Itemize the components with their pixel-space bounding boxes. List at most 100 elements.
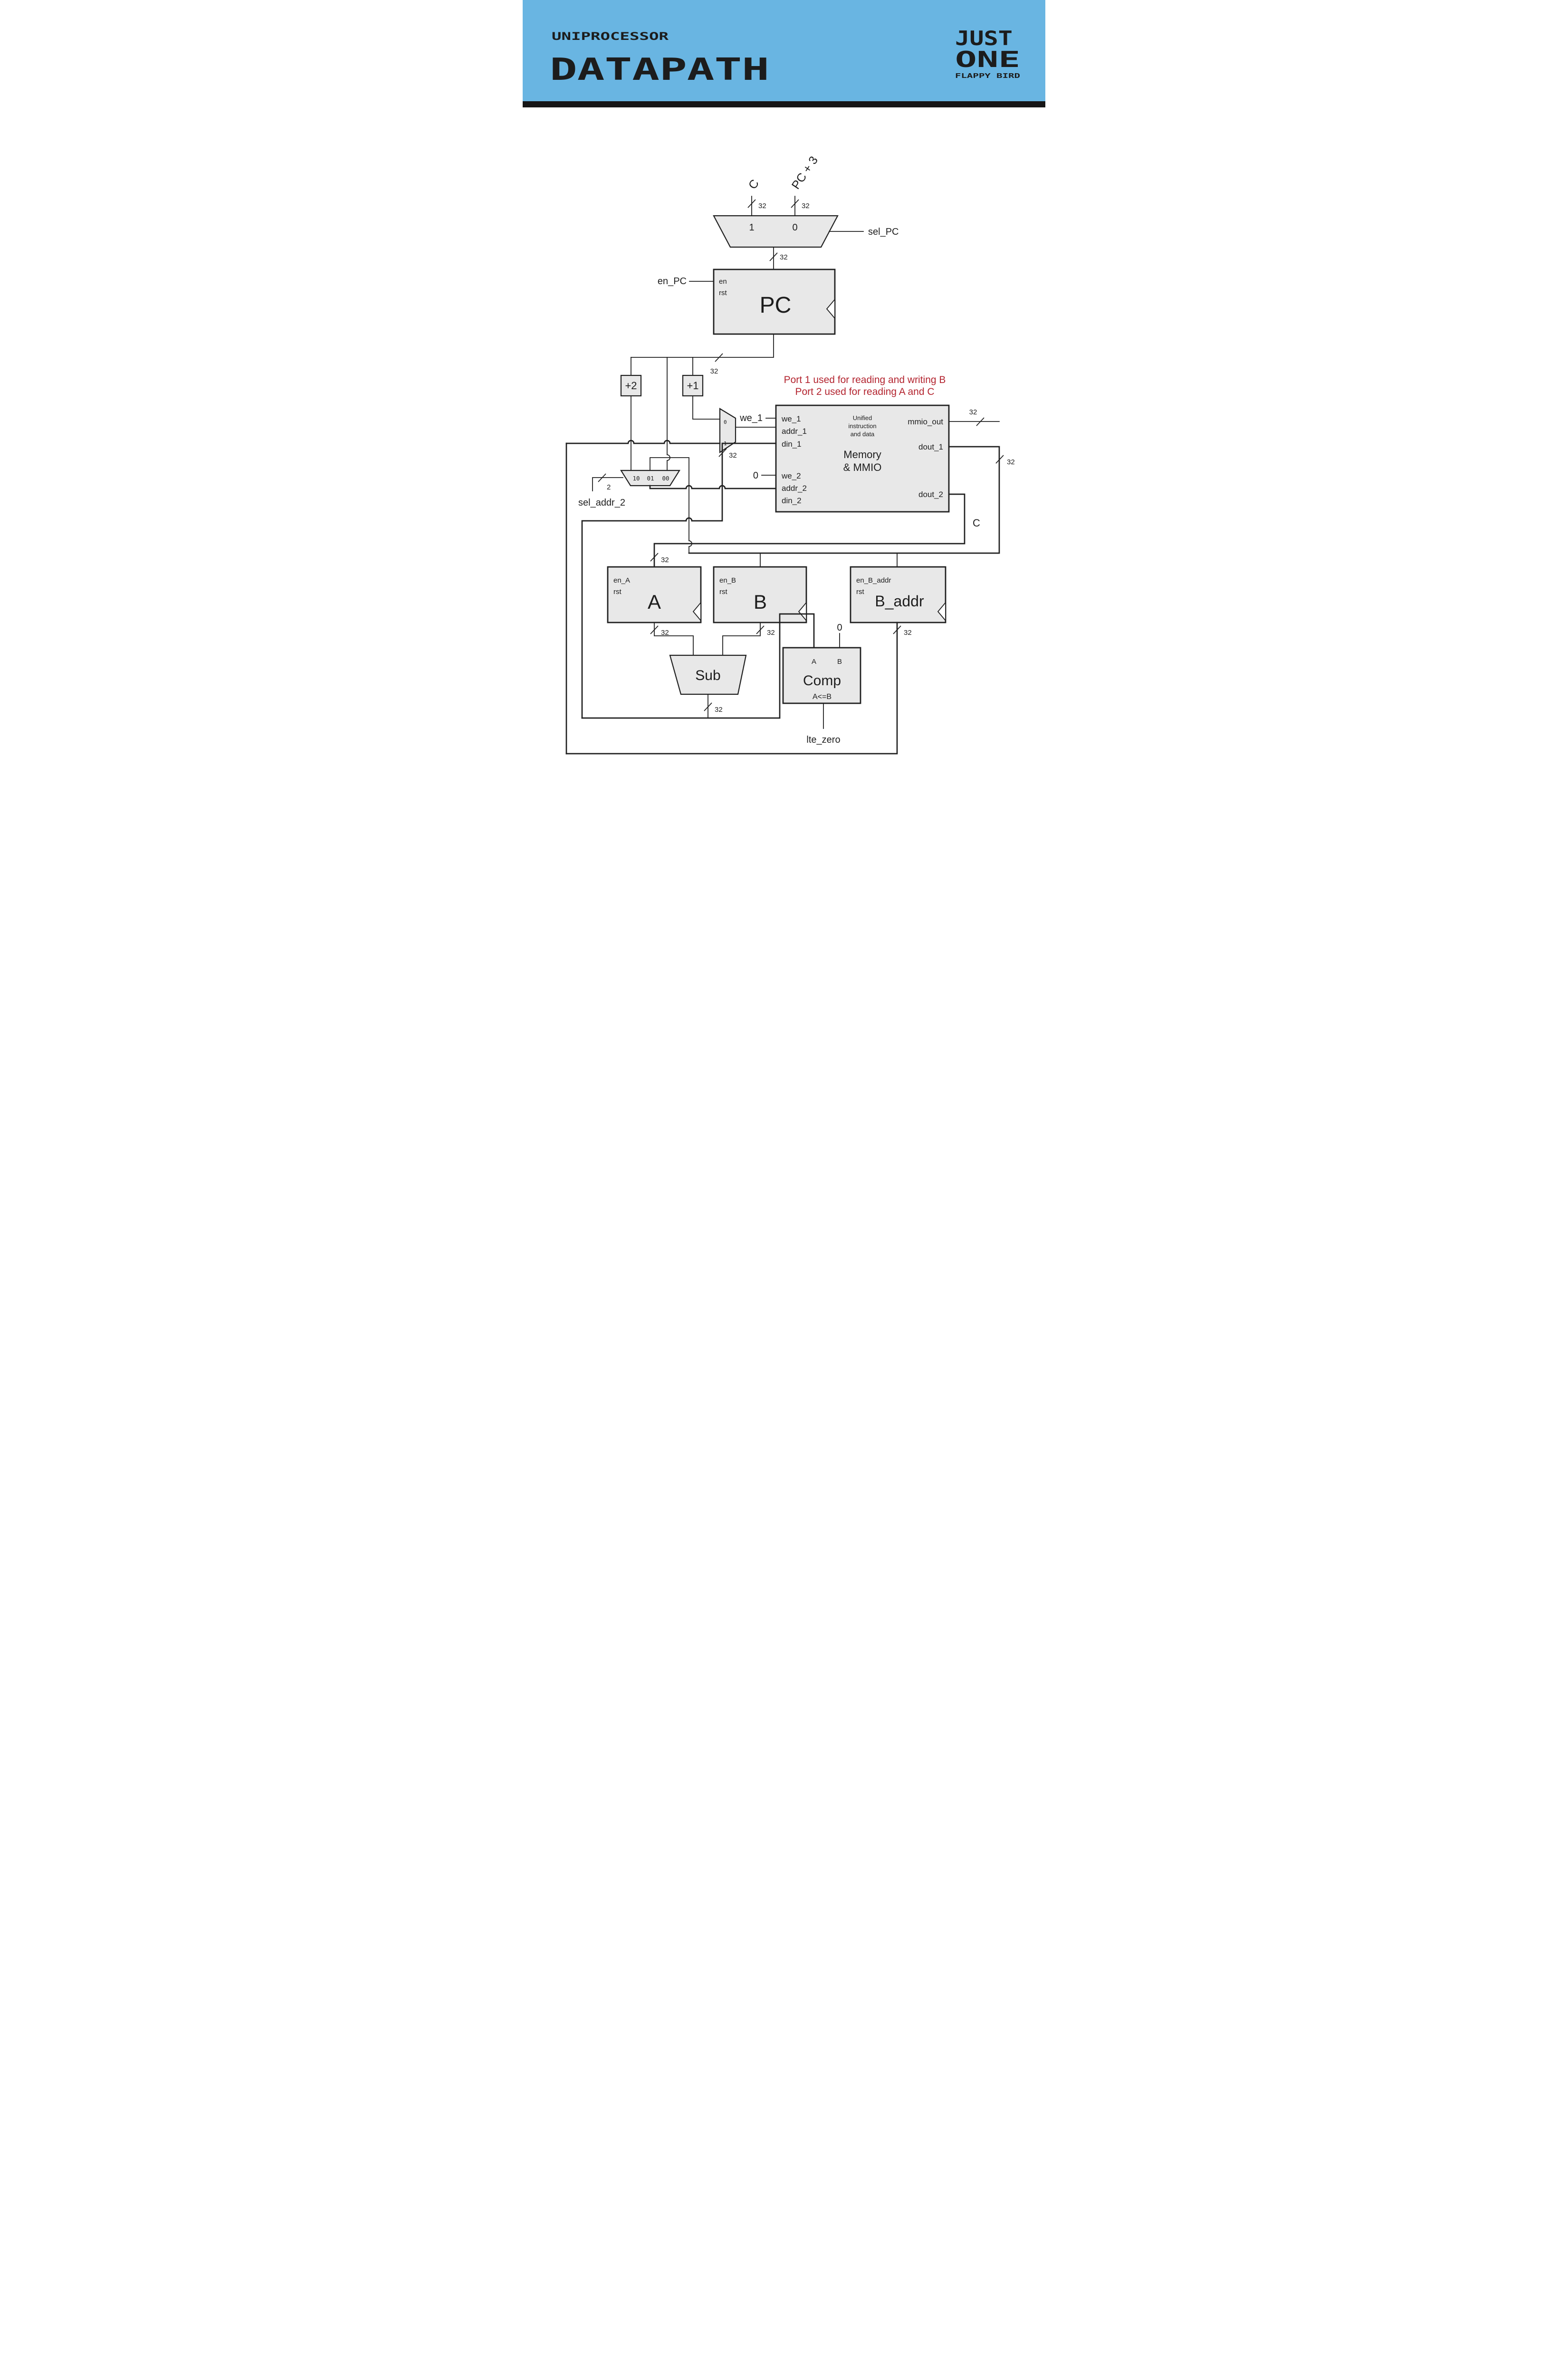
a-en-port: en_A bbox=[613, 576, 630, 584]
wire-din1-from-sub bbox=[581, 442, 777, 719]
annotation-line-2: Port 2 used for reading A and C bbox=[795, 386, 934, 397]
comp-label: Comp bbox=[803, 673, 841, 689]
sub-body bbox=[669, 654, 747, 695]
lte-zero-label: lte_zero bbox=[806, 735, 840, 745]
register-baddr-body bbox=[850, 566, 947, 623]
pc-rst-port: rst bbox=[719, 289, 727, 297]
comp-port-b: B bbox=[837, 658, 842, 666]
register-a-name: A bbox=[648, 591, 661, 613]
bus-width-label: 32 bbox=[780, 253, 788, 261]
pc-en-port: en bbox=[719, 278, 727, 286]
port-usage-annotation: Port 1 used for reading and writing B Po… bbox=[784, 374, 946, 397]
bus-width-tick bbox=[598, 473, 606, 482]
sel-addr2-label: sel_addr_2 bbox=[578, 498, 625, 508]
plus2-label: +2 bbox=[625, 380, 637, 392]
comp-condition-label: A<=B bbox=[813, 693, 832, 701]
header-kicker: UNIPROCESSOR bbox=[552, 31, 669, 43]
bus-width-label: 32 bbox=[729, 451, 737, 460]
mux-port-0: 0 bbox=[724, 419, 727, 425]
sub-unit: Sub 32 bbox=[581, 613, 815, 719]
pc-register-name: PC bbox=[760, 293, 792, 318]
sub-label: Sub bbox=[695, 668, 720, 683]
clock-chevron-icon bbox=[692, 601, 701, 622]
pc-mux-body bbox=[713, 215, 839, 248]
header-divider-bar bbox=[523, 101, 1045, 107]
bus-width-label: 32 bbox=[710, 367, 718, 375]
plus1-label: +1 bbox=[687, 380, 698, 392]
comp-port-a: A bbox=[812, 658, 816, 666]
pc-output-bus: 32 bbox=[631, 334, 774, 471]
plus1-body bbox=[682, 374, 704, 397]
page: UNIPROCESSOR DATAPATH JUST ONE FLAPPY BI… bbox=[523, 0, 1045, 808]
comp-const-zero: 0 bbox=[837, 623, 842, 633]
bus-width-tick bbox=[715, 353, 723, 362]
brand-subtitle: FLAPPY BIRD bbox=[955, 72, 1020, 80]
bus-width-label: 32 bbox=[715, 706, 723, 714]
wire-dout1-to-01 bbox=[650, 457, 692, 554]
memory-body bbox=[775, 404, 950, 513]
mux-port-1: 1 bbox=[749, 222, 754, 233]
register-a: en_A rst A bbox=[607, 566, 702, 623]
mux-port-0: 0 bbox=[792, 222, 797, 233]
bus-width-label: 32 bbox=[661, 556, 669, 564]
pc-mux: 32 32 C PC + 3 1 0 sel_PC 32 bbox=[713, 154, 899, 270]
sel-pc-label: sel_PC bbox=[868, 227, 899, 237]
wire-pc-to-addr2-mux bbox=[667, 357, 670, 471]
wire-b-out bbox=[722, 622, 761, 656]
bus-width-tick bbox=[650, 553, 659, 562]
clock-chevron-icon bbox=[937, 601, 946, 622]
mux-port-10: 10 bbox=[632, 475, 640, 482]
a-rst-port: rst bbox=[613, 588, 621, 596]
addr1-mux: 0 1 bbox=[565, 408, 776, 755]
clock-chevron-icon bbox=[798, 601, 807, 622]
plus2-body bbox=[620, 374, 642, 397]
addr2-mux-body bbox=[620, 469, 680, 487]
mem-port-we1: we_1 bbox=[781, 414, 801, 423]
c-bus-label: C bbox=[973, 517, 980, 529]
wire-sub-result-bus bbox=[581, 613, 815, 719]
b-rst-port: rst bbox=[719, 588, 727, 596]
addr2-mux: 10 01 00 2 sel_addr_2 bbox=[578, 457, 777, 554]
en-pc-label: en_PC bbox=[658, 276, 687, 287]
baddr-en-port: en_B_addr bbox=[856, 576, 891, 584]
bus-width-tick bbox=[718, 448, 727, 457]
adder-plus2: +2 bbox=[620, 374, 642, 471]
bus-width-label: 32 bbox=[767, 629, 775, 637]
mem-port-addr2: addr_2 bbox=[782, 484, 807, 493]
input-label-pc-plus-3: PC + 3 bbox=[789, 154, 821, 192]
mem-port-dout2: dout_2 bbox=[918, 490, 943, 499]
we1-external-label: we_1 bbox=[739, 413, 763, 423]
wire-plus1-out bbox=[692, 395, 720, 420]
register-baddr: en_B_addr rst B_addr bbox=[850, 566, 947, 623]
we2-const-zero: 0 bbox=[753, 470, 758, 481]
header-background bbox=[523, 0, 1045, 101]
mux-port-00: 00 bbox=[662, 475, 669, 482]
mem-title-1: Memory bbox=[843, 449, 881, 460]
memory-output-wires: 32 32 C 32 32 bbox=[581, 408, 1015, 719]
mem-note-2: instruction bbox=[848, 422, 876, 430]
wire-dout2-bus bbox=[653, 493, 966, 568]
bus-width-label: 32 bbox=[802, 202, 810, 210]
bus-width-tick bbox=[976, 417, 985, 426]
bus-width-tick bbox=[995, 455, 1004, 464]
register-output-wires: 32 32 32 bbox=[565, 622, 912, 755]
bus-width-tick bbox=[704, 702, 712, 711]
baddr-rst-port: rst bbox=[856, 588, 864, 596]
mem-port-mmio-out: mmio_out bbox=[908, 417, 943, 426]
bus-width-tick bbox=[769, 252, 778, 261]
comp-body bbox=[782, 647, 861, 704]
comp-unit: 0 A B Comp A<=B lte_zero bbox=[782, 623, 861, 745]
wire-sel-addr2 bbox=[592, 477, 623, 491]
header-banner: UNIPROCESSOR DATAPATH JUST ONE FLAPPY BI… bbox=[523, 0, 1045, 107]
mem-port-we2: we_2 bbox=[781, 471, 801, 480]
bus-width-tick bbox=[747, 199, 756, 208]
register-a-body bbox=[607, 566, 702, 623]
brand-word-just: JUST bbox=[955, 27, 1013, 50]
bus-width-tick bbox=[893, 625, 901, 634]
bus-width-tick bbox=[650, 625, 659, 634]
adder-plus1: +1 bbox=[682, 374, 720, 420]
wire-pc-out bbox=[631, 334, 774, 358]
wire-baddr-feedback-to-mux1 bbox=[565, 440, 721, 444]
mem-note-1: Unified bbox=[853, 414, 872, 422]
bus-width-label: 32 bbox=[904, 629, 912, 637]
